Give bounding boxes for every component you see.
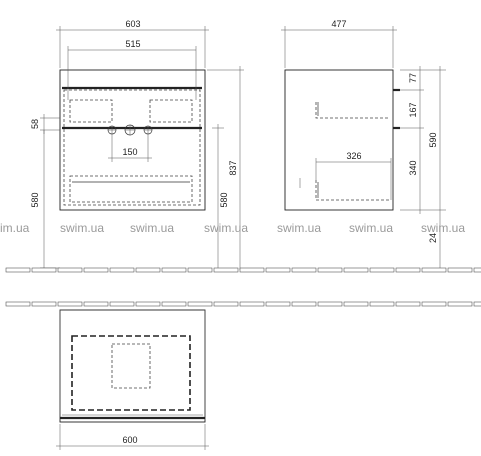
floor-tile [57, 301, 83, 307]
floor-tile [369, 267, 395, 273]
floor-tile [421, 301, 447, 307]
floor-tile [213, 301, 239, 307]
dim-front-tap-spacing: 150 [122, 147, 137, 157]
floor-tile [447, 301, 473, 307]
floor-tile [369, 301, 395, 307]
dim-side-77: 77 [408, 73, 418, 83]
side-view: 477 326 77 167 340 590 24 [281, 19, 446, 270]
dim-side-24: 24 [428, 233, 438, 243]
dim-side-340: 340 [408, 160, 418, 175]
front-upper-drawer-right [149, 99, 193, 123]
floor-tile [5, 301, 31, 307]
dim-front-side-58: 58 [30, 119, 40, 129]
floor-tile [317, 267, 343, 273]
floor-tile [473, 267, 481, 273]
watermark-text: swim.ua [277, 221, 321, 235]
watermark-text: swim.ua [421, 221, 465, 235]
floor-tile [395, 301, 421, 307]
front-inner-dashed [63, 89, 201, 206]
floor-tile [83, 301, 109, 307]
dim-front-inner-width: 515 [125, 39, 140, 49]
floor-tile [213, 267, 239, 273]
floor-tile [5, 267, 31, 273]
floor-tile [447, 267, 473, 273]
floor-tile [343, 301, 369, 307]
floor-tile [161, 301, 187, 307]
front-upper-drawer-left [69, 99, 113, 123]
floor-tile [31, 301, 57, 307]
floor-tile [239, 301, 265, 307]
plan-view: 600 [56, 309, 209, 450]
dim-front-total-837: 837 [228, 160, 238, 175]
plan-cabinet-outline [59, 309, 206, 423]
floor-tiles-middle [5, 301, 481, 307]
front-cabinet-outline [59, 69, 206, 211]
plan-basin-outline [71, 335, 191, 411]
plan-siphon-cutout [111, 343, 151, 389]
front-view: 603 515 150 58 580 580 837 [30, 19, 244, 270]
floor-tile [187, 267, 213, 273]
floor-tile [395, 267, 421, 273]
floor-tile [135, 301, 161, 307]
dim-front-width: 603 [125, 19, 140, 29]
watermark-text: im.ua [0, 221, 30, 235]
dim-front-right-580: 580 [219, 192, 229, 207]
watermark-text: swim.ua [349, 221, 393, 235]
watermark-row: im.ua swim.ua swim.ua swim.ua swim.ua sw… [0, 221, 465, 235]
watermark-text: swim.ua [204, 221, 248, 235]
dim-side-326: 326 [346, 151, 361, 161]
floor-tile [265, 267, 291, 273]
floor-tile [421, 267, 447, 273]
floor-tile [83, 267, 109, 273]
floor-tile [135, 267, 161, 273]
dim-side-depth: 477 [331, 19, 346, 29]
side-lower-drawer [315, 180, 390, 201]
floor-tile [109, 267, 135, 273]
side-upper-drawer [315, 102, 390, 119]
floor-tile [109, 301, 135, 307]
floor-tile [265, 301, 291, 307]
floor-tile [473, 301, 481, 307]
watermark-text: swim.ua [130, 221, 174, 235]
floor-tile [187, 301, 213, 307]
floor-tile [343, 267, 369, 273]
dim-side-590: 590 [428, 132, 438, 147]
dim-front-left-580: 580 [30, 192, 40, 207]
dim-side-167: 167 [408, 102, 418, 117]
floor-tile [239, 267, 265, 273]
dim-plan-width: 600 [122, 435, 137, 445]
floor-tile [317, 301, 343, 307]
front-lower-drawer [69, 175, 193, 203]
floor-tile [57, 267, 83, 273]
floor-tiles-top [5, 267, 481, 273]
floor-tile [161, 267, 187, 273]
floor-tile [291, 267, 317, 273]
floor-tile [31, 267, 57, 273]
watermark-text: swim.ua [60, 221, 104, 235]
side-cabinet-outline [284, 69, 394, 211]
floor-tile [291, 301, 317, 307]
